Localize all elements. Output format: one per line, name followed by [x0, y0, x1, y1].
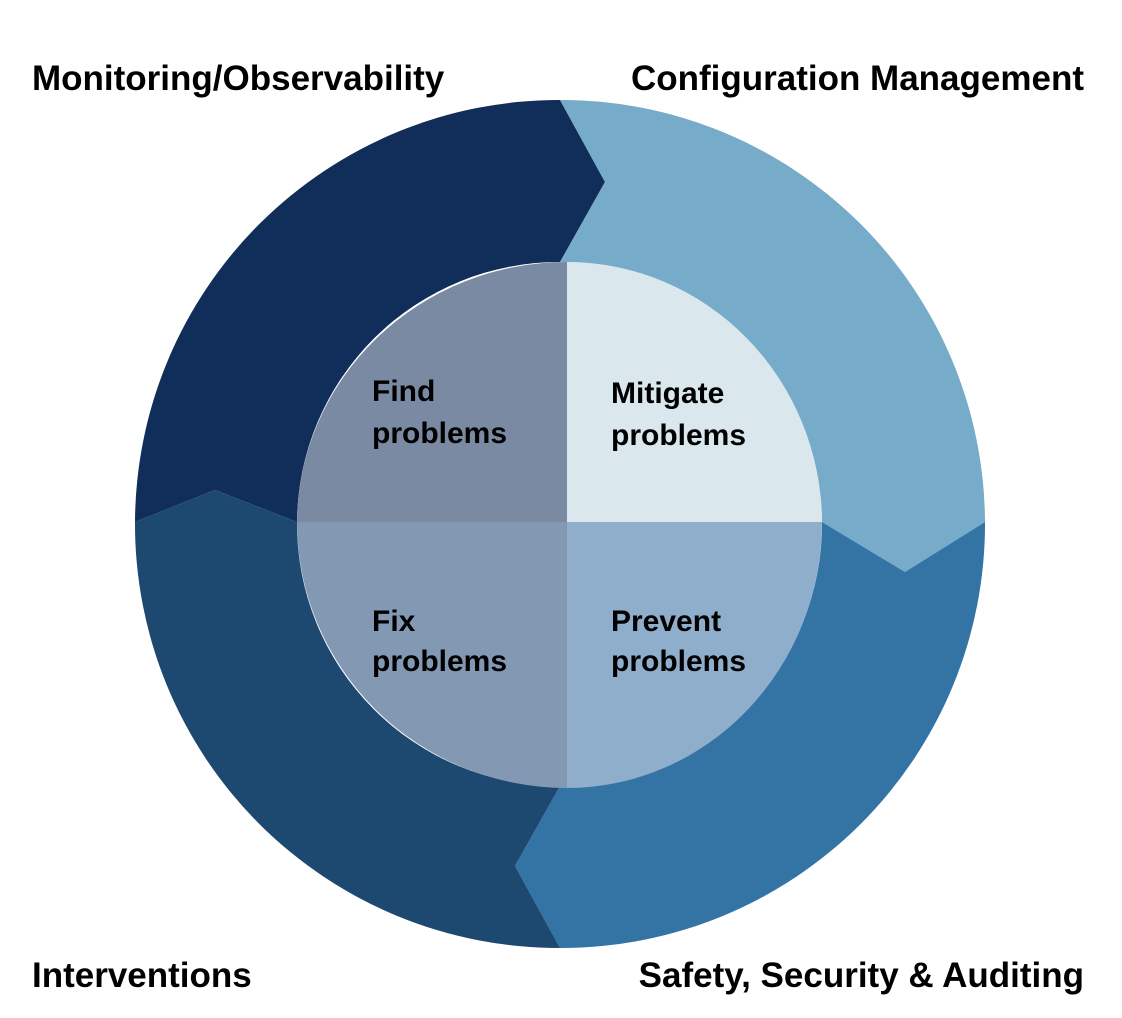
quadrant-fix — [297, 522, 567, 788]
segment-interventions — [134, 490, 560, 949]
quadrant-find-line2: problems — [372, 417, 507, 450]
quadrant-find-line1: Find — [372, 375, 435, 408]
label-configuration-management: Configuration Management — [630, 59, 1084, 98]
label-safety-security-auditing: Safety, Security & Auditing — [638, 956, 1084, 995]
quadrant-fix-line1: Fix — [372, 605, 416, 638]
quadrant-mitigate-line1: Mitigate — [611, 377, 724, 410]
segment-configuration — [560, 99, 985, 572]
quadrant-prevent-line2: problems — [611, 645, 746, 678]
quadrant-prevent — [567, 522, 822, 788]
quadrant-mitigate-line2: problems — [611, 419, 746, 452]
label-monitoring-observability: Monitoring/Observability — [32, 59, 445, 98]
quadrant-prevent-line1: Prevent — [611, 605, 721, 638]
label-interventions: Interventions — [32, 956, 252, 995]
quadrant-mitigate — [567, 261, 822, 522]
quadrant-fix-line2: problems — [372, 645, 507, 678]
segment-monitoring — [135, 99, 605, 522]
quadrant-find — [297, 262, 567, 522]
segment-safety — [515, 522, 986, 949]
